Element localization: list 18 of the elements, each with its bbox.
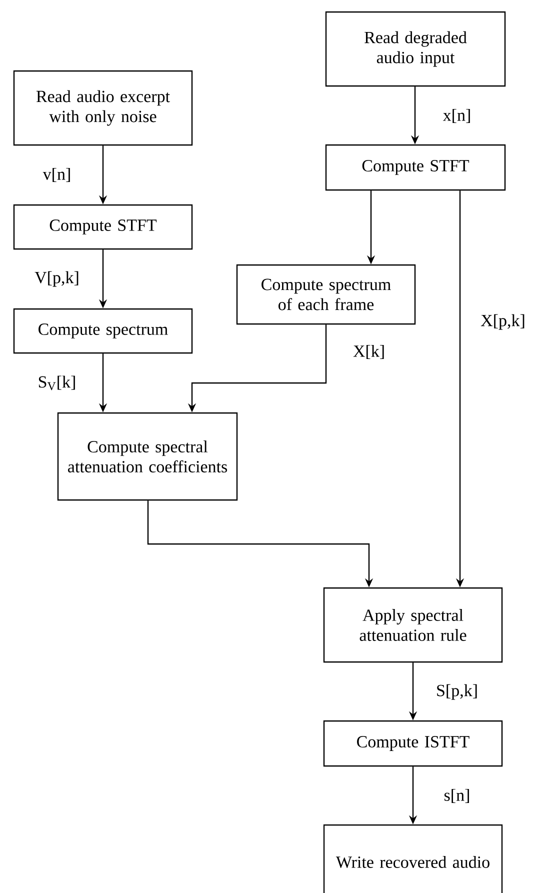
edge-label: V[p,k]: [34, 270, 80, 288]
process-box: Write recovered audio: [323, 824, 503, 893]
process-box: Compute ISTFT: [323, 720, 503, 767]
process-box: Compute STFT: [13, 204, 193, 250]
edge-label: X[k]: [352, 344, 386, 360]
process-box: Compute spectrum of each frame: [236, 264, 416, 325]
process-box: Compute spectrum: [13, 308, 193, 354]
edge-label: S[p,k]: [435, 683, 480, 701]
edge-label: x[n]: [442, 108, 472, 124]
process-box: Compute spectral attenuation coefficients: [57, 412, 238, 501]
edge-label: s[n]: [442, 788, 472, 804]
process-box: Read degraded audio input: [325, 11, 506, 87]
process-box: Apply spectral attenuation rule: [323, 587, 503, 663]
edge-label: X[p,k]: [480, 313, 526, 331]
process-box: Compute STFT: [325, 144, 506, 191]
process-box: Read audio excerpt with only noise: [13, 70, 193, 146]
edge-label: S$_{V}$[k]: [36, 374, 78, 392]
edge-label: v[n]: [42, 166, 72, 184]
